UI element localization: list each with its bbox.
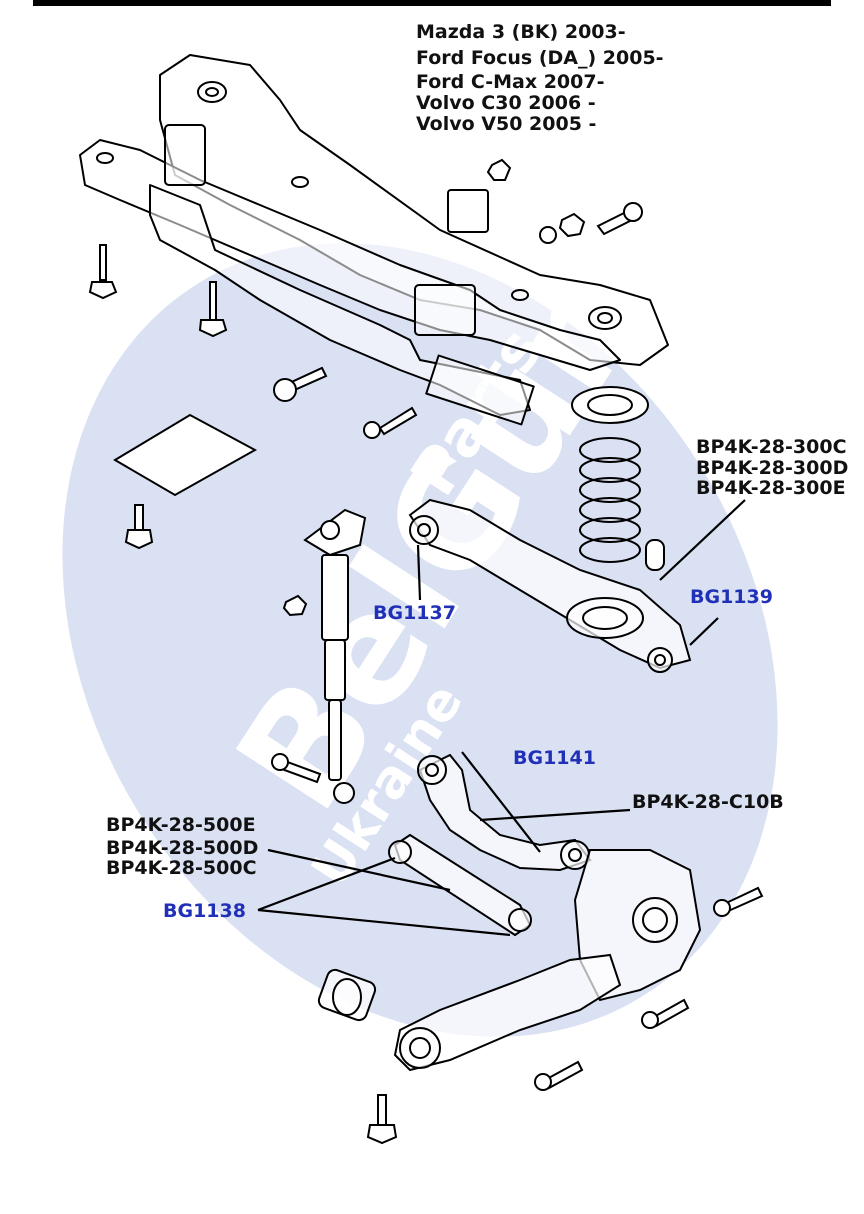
lower-arm-part-number-1: BP4K-28-500E xyxy=(106,814,256,836)
leader-lines xyxy=(257,499,746,937)
upper-arm-part-number: BP4K-28-C10B xyxy=(632,791,784,813)
vehicle-line-3: Ford C-Max 2007- xyxy=(416,71,605,93)
vehicle-line-4: Volvo C30 2006 - xyxy=(416,92,596,114)
lower-spring-arm xyxy=(408,498,692,673)
vehicle-line-1: Mazda 3 (BK) 2003- xyxy=(416,21,626,43)
top-border-bar xyxy=(33,0,831,6)
bushing-code-bg1141: BG1141 xyxy=(513,747,596,769)
rear-subframe xyxy=(79,54,669,426)
spring-part-number-1: BP4K-28-300C xyxy=(696,436,847,458)
bushing-code-bg1138: BG1138 xyxy=(163,900,246,922)
shock-absorber xyxy=(271,508,367,804)
hardware-bottom xyxy=(366,886,764,1145)
bushing-code-bg1137: BG1137 xyxy=(373,602,456,624)
vehicle-line-2: Ford Focus (DA_) 2005- xyxy=(416,47,664,69)
bushing-code-bg1139: BG1139 xyxy=(690,586,773,608)
coil-spring xyxy=(571,386,665,571)
spring-part-number-3: BP4K-28-300E xyxy=(696,477,846,499)
arms-and-knuckle xyxy=(317,753,702,1072)
lower-arm-part-number-2: BP4K-28-500D xyxy=(106,837,259,859)
spring-part-number-2: BP4K-28-300D xyxy=(696,457,849,479)
hardware-top xyxy=(88,158,643,617)
lower-arm-part-number-3: BP4K-28-500C xyxy=(106,857,257,879)
vehicle-line-5: Volvo V50 2005 - xyxy=(416,113,597,135)
